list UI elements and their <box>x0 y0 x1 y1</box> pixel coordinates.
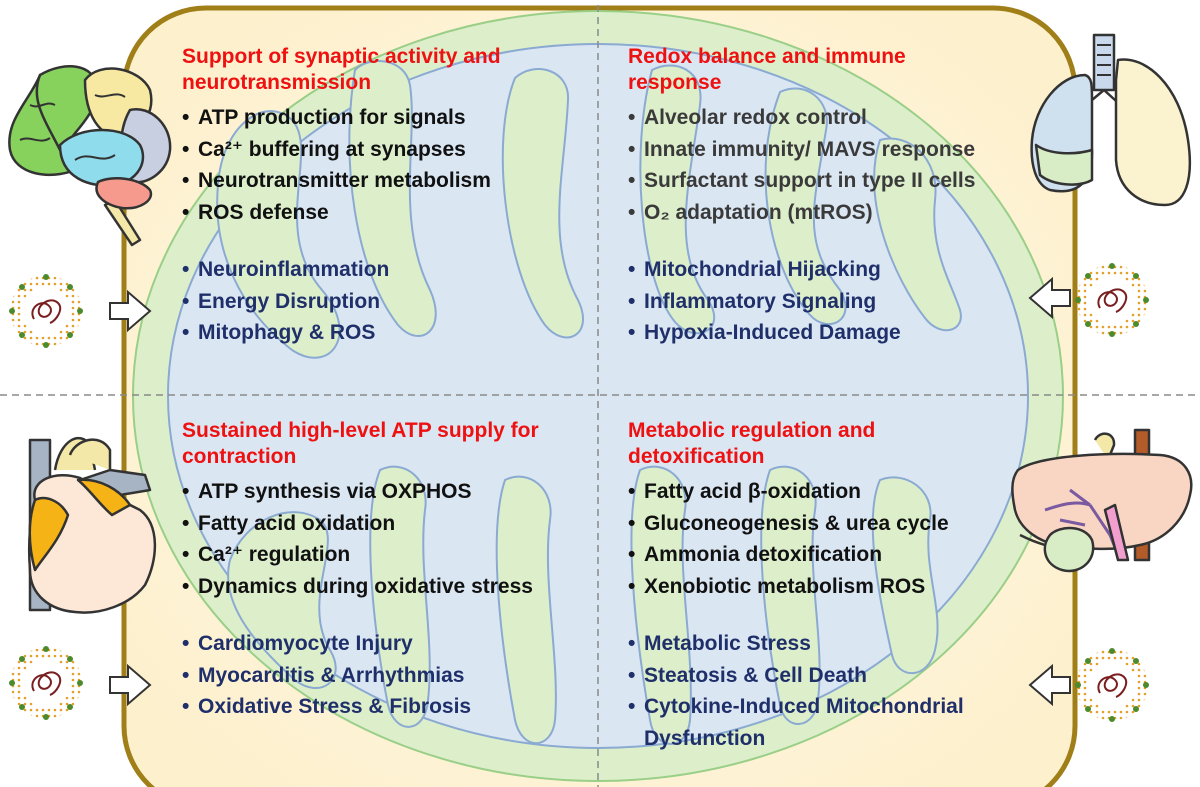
pathology-item: Mitochondrial Hijacking <box>628 254 1028 286</box>
virus-icon <box>9 646 83 720</box>
pathology-item: Energy Disruption <box>182 286 622 318</box>
virus-icon <box>1075 263 1149 337</box>
arrow-left-icon <box>1028 276 1071 320</box>
function-item: Surfactant support in type II cells <box>628 165 1028 197</box>
pathology-item: Oxidative Stress & Fibrosis <box>182 691 582 723</box>
lung-quadrant: Redox balance and immune response Alveol… <box>628 44 975 349</box>
pathology-item: Cardiomyocyte Injury <box>182 628 582 660</box>
function-item: ATP production for signals <box>182 102 622 134</box>
lungs-icon <box>1030 33 1192 207</box>
pathology-item: Neuroinflammation <box>182 254 622 286</box>
function-item: Ca²⁺ regulation <box>182 539 582 571</box>
arrow-right-icon <box>109 663 152 707</box>
arrow-right-icon <box>109 289 152 333</box>
function-item: Innate immunity/ MAVS response <box>628 134 1028 166</box>
quadrant-title: Metabolic regulation and detoxification <box>628 419 876 468</box>
pathology-item: Metabolic Stress <box>628 628 1018 660</box>
pathology-item: Steatosis & Cell Death <box>628 660 1018 692</box>
function-item: ATP synthesis via OXPHOS <box>182 476 582 508</box>
function-item: Ca²⁺ buffering at synapses <box>182 134 622 166</box>
function-list: ATP synthesis via OXPHOS Fatty acid oxid… <box>182 476 582 602</box>
function-list: ATP production for signals Ca²⁺ bufferin… <box>182 102 622 228</box>
function-item: Gluconeogenesis & urea cycle <box>628 508 1018 540</box>
function-item: Dynamics during oxidative stress <box>182 571 582 603</box>
function-item: Ammonia detoxification <box>628 539 1018 571</box>
pathology-item: Mitophagy & ROS <box>182 317 622 349</box>
function-item: Neurotransmitter metabolism <box>182 165 622 197</box>
pathology-list: Neuroinflammation Energy Disruption Mito… <box>182 254 622 349</box>
pathology-list: Mitochondrial Hijacking Inflammatory Sig… <box>628 254 1028 349</box>
function-item: Xenobiotic metabolism ROS <box>628 571 1018 603</box>
quadrant-title: Redox balance and immune response <box>628 45 906 94</box>
brain-quadrant: Support of synaptic activity and neurotr… <box>182 44 622 349</box>
brain-icon <box>8 65 172 247</box>
function-item: Fatty acid oxidation <box>182 508 582 540</box>
function-item: ROS defense <box>182 197 622 229</box>
pathology-list: Metabolic Stress Steatosis & Cell Death … <box>628 628 1018 754</box>
liver-quadrant: Metabolic regulation and detoxification … <box>628 418 1018 754</box>
pathology-list: Cardiomyocyte Injury Myocarditis & Arrhy… <box>182 628 582 723</box>
pathology-item: Inflammatory Signaling <box>628 286 1028 318</box>
function-list: Alveolar redox control Innate immunity/ … <box>628 102 1028 228</box>
heart-icon <box>27 436 157 614</box>
quadrant-title: Support of synaptic activity and neurotr… <box>182 45 501 94</box>
heart-quadrant: Sustained high-level ATP supply for cont… <box>182 418 582 723</box>
function-item: O₂ adaptation (mtROS) <box>628 197 1028 229</box>
function-item: Alveolar redox control <box>628 102 1028 134</box>
liver-icon <box>1011 428 1193 573</box>
function-item: Fatty acid β-oxidation <box>628 476 1018 508</box>
virus-icon <box>9 274 83 348</box>
arrow-left-icon <box>1028 663 1071 707</box>
quadrant-title: Sustained high-level ATP supply for cont… <box>182 419 539 468</box>
pathology-item: Cytokine-Induced Mitochondrial Dysfuncti… <box>628 691 1018 754</box>
pathology-item: Myocarditis & Arrhythmias <box>182 660 582 692</box>
virus-icon <box>1075 648 1149 722</box>
pathology-item: Hypoxia-Induced Damage <box>628 317 1028 349</box>
function-list: Fatty acid β-oxidation Gluconeogenesis &… <box>628 476 1018 602</box>
